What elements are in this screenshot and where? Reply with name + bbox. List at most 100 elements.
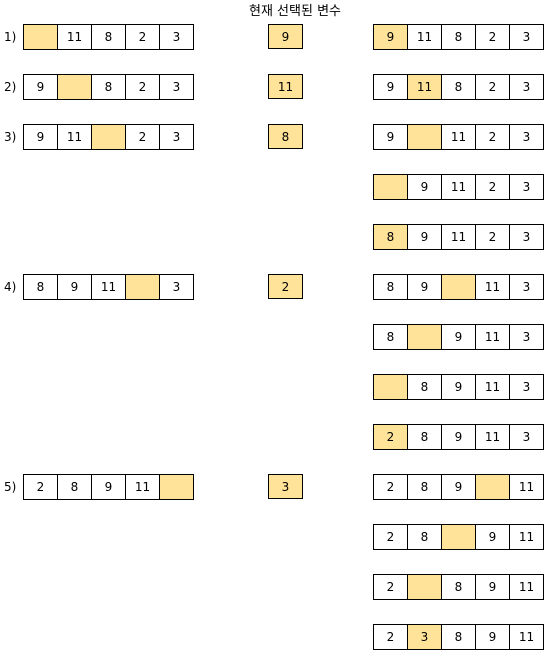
array-cell: 8 (441, 574, 476, 600)
array-cell: 2 (475, 74, 510, 100)
array-cell: 11 (441, 124, 476, 150)
array-cell: 11 (475, 324, 510, 350)
array-cell: 9 (441, 424, 476, 450)
array-cell: 3 (509, 174, 544, 200)
array-cell: 2 (475, 124, 510, 150)
array-cell-highlighted (159, 474, 194, 500)
array-cell: 11 (57, 24, 92, 50)
array-cell: 11 (509, 624, 544, 650)
array-cell-highlighted (475, 474, 510, 500)
selected-variable-box: 3 (268, 474, 303, 499)
array-cell: 11 (125, 474, 160, 500)
array-cell: 3 (159, 24, 194, 50)
array-cell-highlighted (57, 74, 92, 100)
array-cell: 11 (475, 374, 510, 400)
array-cell: 9 (441, 324, 476, 350)
array-cell: 2 (125, 124, 160, 150)
array-cell: 9 (407, 174, 442, 200)
array-cell: 2 (125, 24, 160, 50)
diagram-title: 현재 선택된 변수 (249, 4, 341, 19)
array-cell: 11 (57, 124, 92, 150)
array-cell: 2 (475, 224, 510, 250)
array-cell: 2 (475, 174, 510, 200)
array-cell: 2 (373, 474, 408, 500)
array-cell: 11 (441, 174, 476, 200)
array-cell-highlighted (373, 374, 408, 400)
array-cell: 11 (475, 424, 510, 450)
array-cell: 8 (57, 474, 92, 500)
step-label: 5) (4, 480, 17, 494)
array-cell: 9 (373, 124, 408, 150)
array-cell: 3 (509, 424, 544, 450)
array-cell: 9 (441, 474, 476, 500)
array-cell: 11 (509, 524, 544, 550)
step-label: 1) (4, 30, 17, 44)
array-cell: 2 (475, 24, 510, 50)
array-cell: 9 (23, 124, 58, 150)
array-cell: 3 (509, 74, 544, 100)
array-cell: 9 (23, 74, 58, 100)
array-cell: 9 (373, 74, 408, 100)
array-cell: 8 (407, 474, 442, 500)
array-cell: 9 (407, 274, 442, 300)
array-cell: 8 (407, 524, 442, 550)
array-cell-highlighted (441, 524, 476, 550)
array-cell: 3 (509, 24, 544, 50)
array-cell: 2 (23, 474, 58, 500)
array-cell: 11 (509, 474, 544, 500)
array-cell: 8 (91, 74, 126, 100)
array-cell: 9 (407, 224, 442, 250)
array-cell: 11 (509, 574, 544, 600)
array-cell-highlighted (407, 324, 442, 350)
array-cell: 3 (509, 374, 544, 400)
array-cell-highlighted (407, 574, 442, 600)
array-cell: 3 (509, 324, 544, 350)
array-cell-highlighted (125, 274, 160, 300)
selected-variable-box: 2 (268, 274, 303, 299)
array-cell-highlighted (441, 274, 476, 300)
step-label: 2) (4, 80, 17, 94)
step-label: 4) (4, 280, 17, 294)
array-cell: 3 (509, 224, 544, 250)
array-cell: 2 (125, 74, 160, 100)
selected-variable-box: 8 (268, 124, 303, 149)
array-cell-highlighted (407, 124, 442, 150)
array-cell: 11 (475, 274, 510, 300)
array-cell: 3 (509, 274, 544, 300)
array-cell: 2 (373, 624, 408, 650)
array-cell: 8 (373, 324, 408, 350)
selected-variable-box: 9 (268, 24, 303, 49)
array-cell: 8 (441, 624, 476, 650)
array-cell-highlighted: 8 (373, 224, 408, 250)
array-cell: 9 (57, 274, 92, 300)
array-cell: 8 (91, 24, 126, 50)
array-cell: 9 (475, 524, 510, 550)
array-cell: 9 (475, 624, 510, 650)
array-cell: 9 (441, 374, 476, 400)
array-cell-highlighted: 2 (373, 424, 408, 450)
array-cell-highlighted (91, 124, 126, 150)
array-cell-highlighted: 9 (373, 24, 408, 50)
array-cell: 8 (441, 24, 476, 50)
array-cell: 8 (407, 374, 442, 400)
array-cell: 8 (373, 274, 408, 300)
array-cell: 8 (407, 424, 442, 450)
array-cell: 9 (475, 574, 510, 600)
